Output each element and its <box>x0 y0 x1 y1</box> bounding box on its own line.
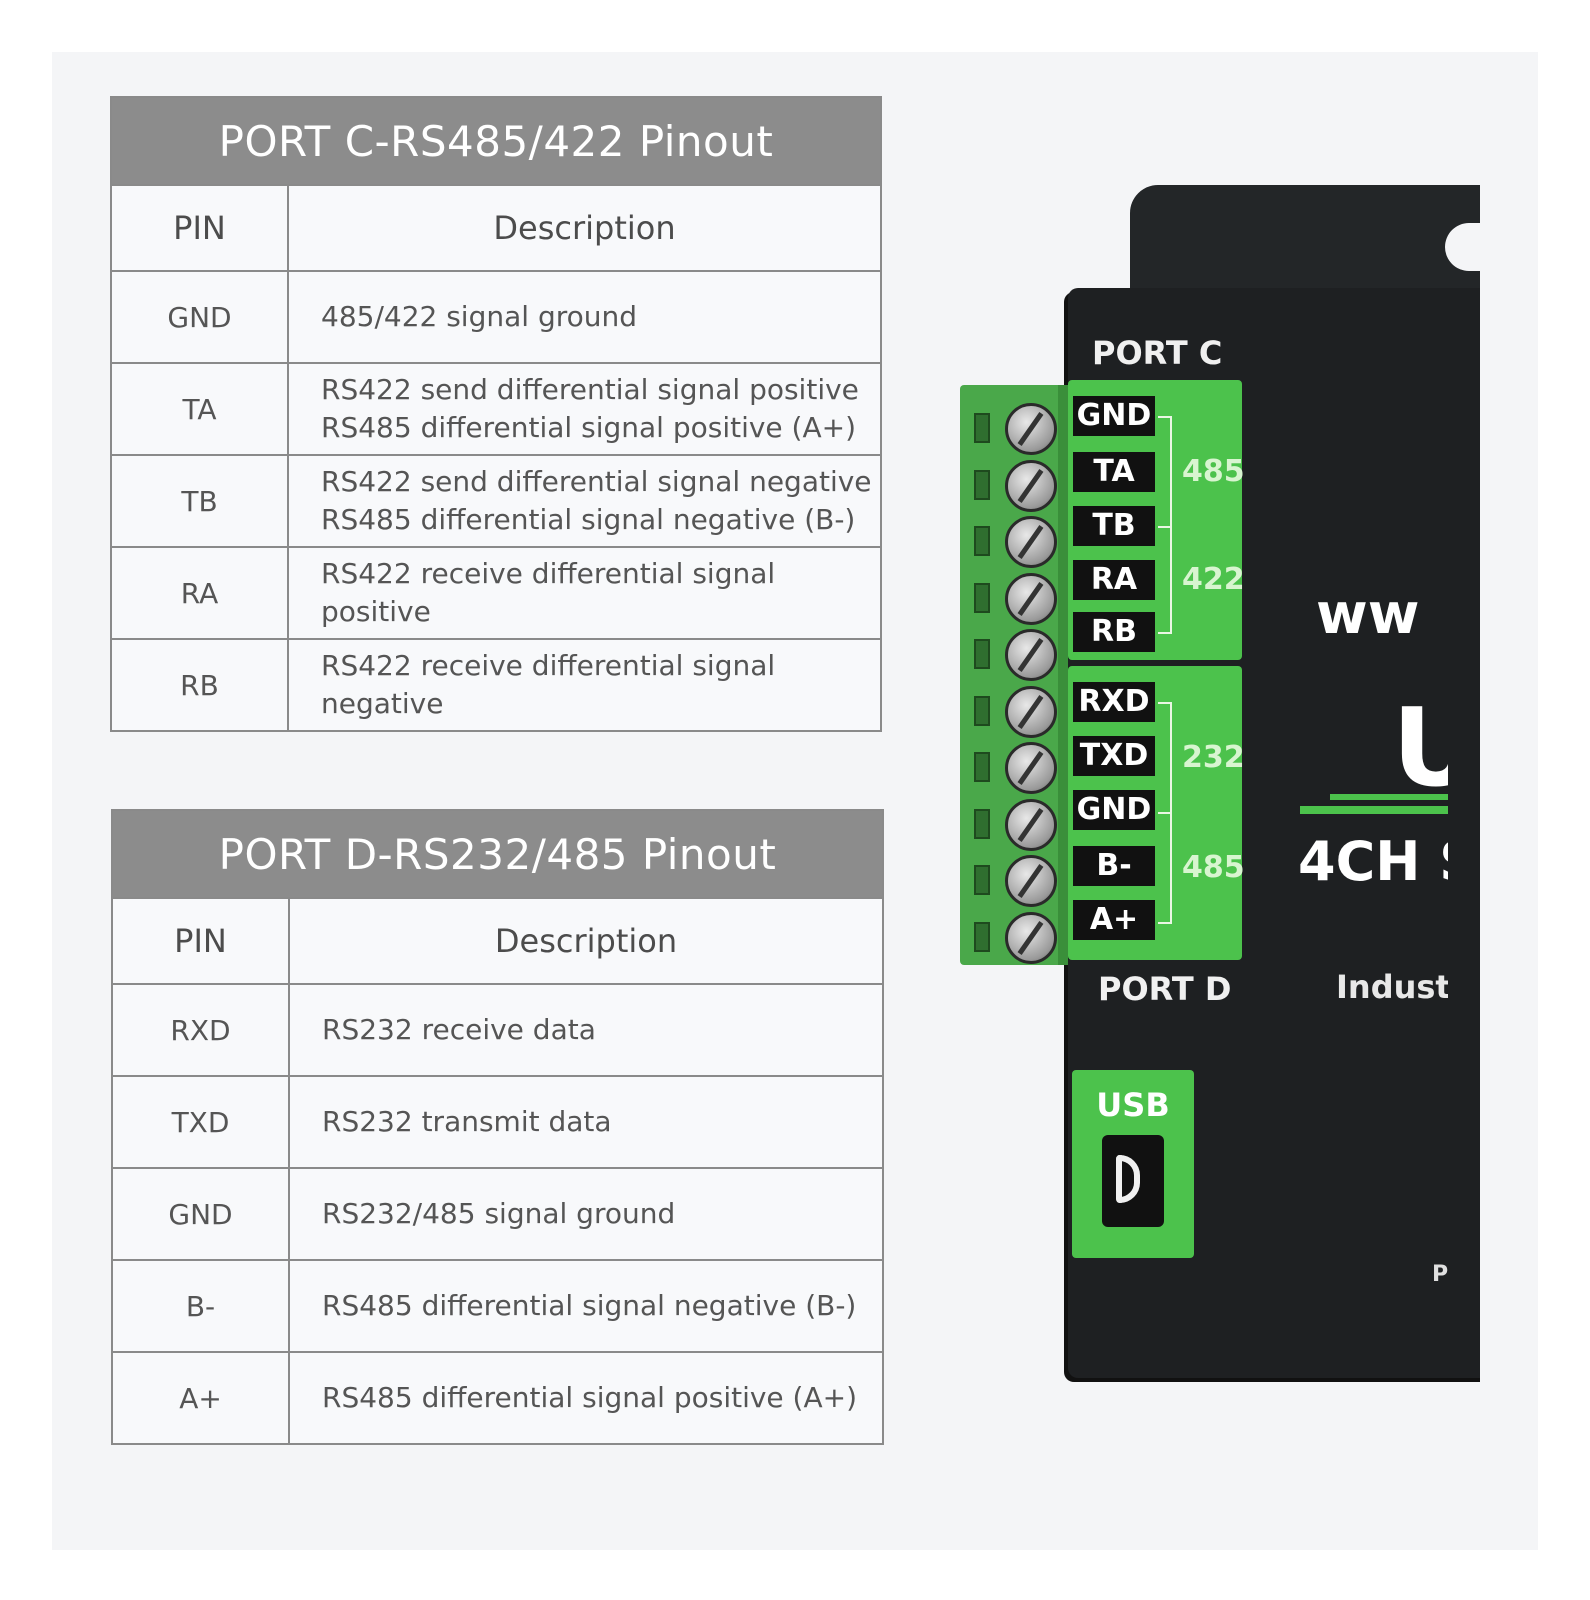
description-cell: 485/422 signal ground <box>287 270 882 364</box>
terminal-slot <box>974 808 990 839</box>
group-label-485: 485 <box>1182 454 1245 489</box>
usb-label-block: USB <box>1072 1070 1194 1258</box>
terminal-screw-icon <box>1005 572 1057 625</box>
terminal-slot <box>974 752 990 782</box>
terminal-screw-icon <box>1005 403 1057 455</box>
group-label-485: 485 <box>1182 850 1245 885</box>
mounting-slot <box>1445 223 1480 271</box>
device-pin-label: RA <box>1073 560 1155 600</box>
group-bracket <box>1158 702 1172 814</box>
pin-cell: A+ <box>111 1351 290 1445</box>
terminal-screw-icon <box>1005 685 1057 738</box>
table-row: TXD RS232 transmit data <box>111 1075 885 1169</box>
terminal-screw-icon <box>1005 742 1057 794</box>
pin-cell: RA <box>110 546 289 640</box>
table-title: PORT D-RS232/485 Pinout <box>110 809 885 899</box>
device-pin-label: RB <box>1073 612 1155 652</box>
pin-cell: RB <box>110 638 289 732</box>
column-header-description: Description <box>287 897 885 985</box>
accent-stripe <box>1300 806 1448 814</box>
terminal-slot <box>974 865 990 895</box>
description-cell: RS232 transmit data <box>287 1075 885 1169</box>
pin-cell: RXD <box>111 983 290 1077</box>
terminal-slot <box>974 413 990 443</box>
port-d-pinout-table: PORT D-RS232/485 Pinout PIN Description … <box>110 809 885 1445</box>
description-cell: RS422 receive differential signal positi… <box>287 546 882 640</box>
terminal-slot <box>974 582 990 613</box>
table-row: GND RS232/485 signal ground <box>111 1167 885 1261</box>
device-pin-label: TXD <box>1073 736 1155 776</box>
brand-logo-text: ww <box>1316 582 1420 647</box>
terminal-screw-icon <box>1005 798 1057 851</box>
terminal-screw-icon <box>1005 459 1057 512</box>
table-title: PORT C-RS485/422 Pinout <box>110 96 882 186</box>
description-cell: RS232/485 signal ground <box>287 1167 885 1261</box>
table-row: RA RS422 receive differential signal pos… <box>110 546 882 640</box>
group-label-422: 422 <box>1182 562 1245 597</box>
terminal-slot <box>974 526 990 556</box>
column-header-pin: PIN <box>111 897 290 985</box>
terminal-screw-icon <box>1005 516 1057 568</box>
pin-cell: B- <box>111 1259 290 1353</box>
terminal-screw-icon <box>1005 629 1057 681</box>
group-bracket <box>1158 526 1172 634</box>
port-c-label: PORT C <box>1092 334 1223 372</box>
pin-cell: GND <box>111 1167 290 1261</box>
pin-cell: TA <box>110 362 289 456</box>
table-row: B- RS485 differential signal negative (B… <box>111 1259 885 1353</box>
terminal-slot <box>974 695 990 726</box>
device-pin-label: A+ <box>1073 900 1155 940</box>
mounting-tab <box>1130 185 1480 305</box>
column-header-description: Description <box>287 184 882 272</box>
accent-stripe <box>1330 794 1448 800</box>
group-label-232: 232 <box>1182 740 1245 775</box>
table-row: GND 485/422 signal ground <box>110 270 882 364</box>
terminal-slot <box>974 921 990 952</box>
group-bracket <box>1158 812 1172 924</box>
terminal-block <box>960 385 1068 965</box>
description-cell: RS485 differential signal negative (B-) <box>287 1259 885 1353</box>
device-pin-label: GND <box>1073 790 1155 830</box>
table-row: TB RS422 send differential signal negati… <box>110 454 882 548</box>
device-pin-label: B- <box>1073 846 1155 886</box>
pin-cell: GND <box>110 270 289 364</box>
terminal-screw-icon <box>1005 855 1057 907</box>
pin-cell: TXD <box>111 1075 290 1169</box>
table-row: TA RS422 send differential signal positi… <box>110 362 882 456</box>
device-pin-label: RXD <box>1073 682 1155 722</box>
group-bracket <box>1158 416 1172 528</box>
pin-cell: TB <box>110 454 289 548</box>
terminal-slot <box>974 639 990 669</box>
table-row: RXD RS232 receive data <box>111 983 885 1077</box>
product-subtitle-text: Industr <box>1336 968 1448 1006</box>
usb-port-icon <box>1102 1135 1164 1227</box>
description-cell: RS485 differential signal positive (A+) <box>287 1351 885 1445</box>
port-d-label: PORT D <box>1098 970 1232 1008</box>
column-header-pin: PIN <box>110 184 289 272</box>
description-cell: RS422 receive differential signal negati… <box>287 638 882 732</box>
product-model-text: 4CH S <box>1298 830 1448 893</box>
panel-small-label: P <box>1432 1262 1448 1287</box>
device-pin-label: TB <box>1073 506 1155 546</box>
device-pin-label: TA <box>1073 452 1155 492</box>
terminal-screw-icon <box>1005 911 1057 964</box>
table-row: RB RS422 receive differential signal neg… <box>110 638 882 732</box>
port-c-pinout-table: PORT C-RS485/422 Pinout PIN Description … <box>110 96 882 732</box>
usb-label: USB <box>1096 1086 1170 1124</box>
table-row: A+ RS485 differential signal positive (A… <box>111 1351 885 1445</box>
description-cell: RS232 receive data <box>287 983 885 1077</box>
device-pin-label: GND <box>1073 396 1155 436</box>
terminal-slot <box>974 469 990 500</box>
product-big-letter: U <box>1392 686 1448 811</box>
